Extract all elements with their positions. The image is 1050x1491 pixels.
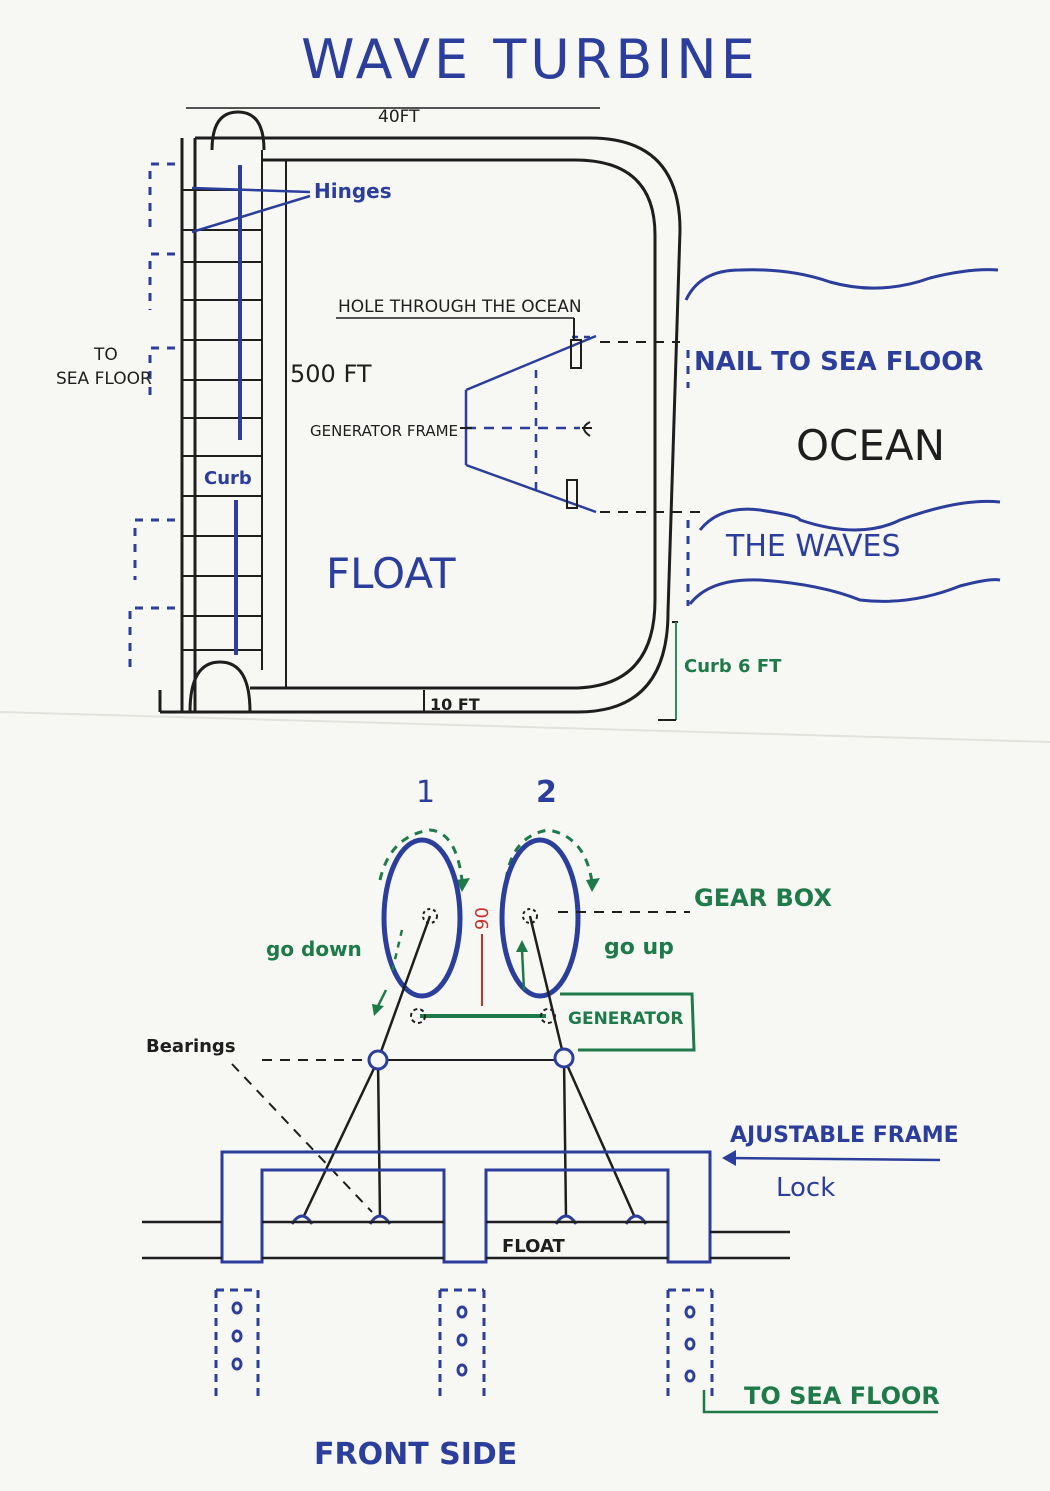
the-waves-label: THE WAVES [725,529,901,564]
float-label-bottom: FLOAT [502,1236,565,1257]
wave-3 [688,578,1001,605]
height-label: 500 FT [290,360,372,388]
ocean-level-dashes [600,341,700,513]
width-label: 40FT [378,107,420,127]
legs [214,1288,714,1396]
generator-frame-label: GENERATOR FRAME [310,422,458,440]
gear-1 [381,837,463,999]
go-up-label: go up [604,935,674,960]
adjustable-frame [220,1150,712,1264]
rotation-arrows [378,828,594,883]
to-sea-floor-label-bottom: TO SEA FLOOR [744,1382,940,1410]
bearings [290,1047,648,1225]
nail-to-sea-floor-label: NAIL TO SEA FLOOR [694,347,983,377]
curb-label: Curb [204,468,252,489]
inner-curb-frame [250,158,657,690]
bottom-hinge-bump [188,660,252,713]
go-down-label: go down [266,937,362,961]
curb-height-dimension [658,621,678,721]
rotation-arrowheads [456,878,600,892]
bearings-pointers [231,1059,373,1213]
left-anchor-dashes [128,162,175,668]
hole-through-ocean-label: HOLE THROUGH THE OCEAN [338,297,582,317]
wave-2 [698,499,1001,532]
float-label-top: FLOAT [326,549,456,598]
wave-1 [684,268,999,301]
sea-floor-bracket [702,1390,938,1414]
gear-1-number: 1 [416,775,435,810]
connecting-rods [300,915,638,1221]
frame-arrow [722,1150,941,1166]
lock-label: Lock [776,1173,835,1203]
ocean-label: OCEAN [796,421,945,470]
gear-2 [499,837,581,999]
gear-centers [422,908,538,924]
bearing-left-upper [367,1049,389,1071]
adjustable-frame-label: AJUSTABLE FRAME [730,1123,959,1148]
generator-hubs [410,1008,556,1024]
gearbox-label: GEAR BOX [694,884,832,912]
generator-label: GENERATOR [568,1009,683,1029]
outer-curb-frame [195,136,682,714]
waves [684,268,1001,605]
hinge-pointers [191,186,311,234]
curb-height-label: Curb 6 FT [684,656,782,677]
curb-rods [234,165,242,655]
leg-holes [231,1301,696,1383]
generator-mounts [566,339,592,509]
generator-box [560,992,696,1052]
top-hinge-bump [210,110,266,151]
gear-ellipses [381,837,581,999]
angle-label: 90 [472,907,493,930]
hinges-label: Hinges [314,179,392,203]
motion-arrows [376,929,526,1007]
front-side-label: FRONT SIDE [314,1437,517,1472]
diagram-title: WAVE TURBINE [301,28,759,91]
paper-seam [0,711,1050,743]
to-sea-floor-label-line2: SEA FLOOR [56,369,152,389]
to-sea-floor-label-line1: TO [93,345,118,365]
motion-arrowheads [372,940,528,1016]
gear-2-number: 2 [536,775,557,810]
bottom-width-label: 10 FT [430,695,480,714]
float-lines [142,1220,790,1260]
bearing-right-upper [553,1047,575,1069]
bearings-label: Bearings [146,1036,236,1057]
